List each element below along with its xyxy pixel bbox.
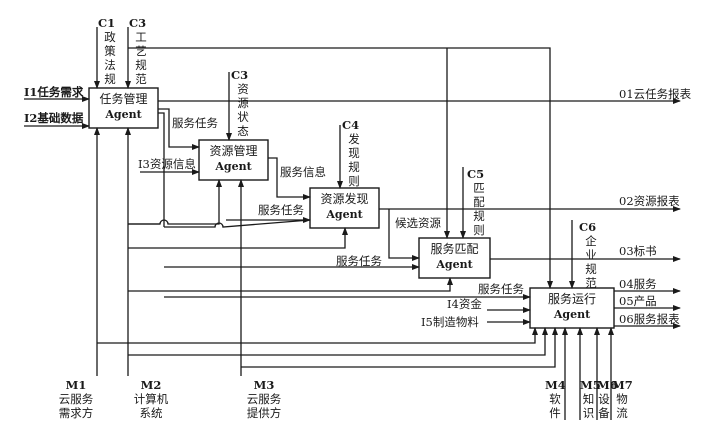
- flow-resource-mgmt-to-discovery: [268, 157, 311, 200]
- mechanism-label-m3: M3 云服务 提供方: [244, 378, 284, 420]
- flow-discovery-to-match: [388, 209, 420, 261]
- mechanism-text: 知: [582, 392, 595, 406]
- node-subtitle: Agent: [105, 108, 142, 121]
- control-code: C4: [342, 118, 360, 132]
- mechanism-text: 需求方: [58, 406, 94, 420]
- control-line-c3-to-run: [128, 47, 553, 289]
- node-box-task-mgmt: [88, 87, 159, 129]
- mechanism-code: M3: [253, 378, 275, 392]
- node-service-run: 服务运行 Agent: [530, 292, 614, 322]
- control-text: 政策法规: [104, 30, 116, 86]
- node-subtitle: Agent: [326, 208, 363, 221]
- mechanism-text: 系统: [139, 406, 163, 420]
- control-code: C5: [467, 167, 485, 181]
- mechanism-text: 计算机: [133, 392, 169, 406]
- mechanism-code: M6: [597, 378, 618, 392]
- flow-task-bus: [158, 112, 165, 227]
- control-code: C3: [129, 16, 147, 30]
- node-title: 服务匹配: [430, 242, 479, 256]
- node-resource-discovery: 资源发现 Agent: [310, 192, 379, 222]
- control-label-c6: C6 企业规范: [579, 220, 598, 290]
- control-label-c3: C3 工艺规范: [129, 16, 148, 86]
- control-text: 发现规则: [348, 132, 360, 188]
- control-code: C3: [231, 68, 249, 82]
- mechanism-label-m4: M4 软 件: [545, 378, 566, 420]
- mechanism-label-m7: M7 物 流: [612, 378, 633, 420]
- output-label-04: 04服务: [619, 277, 657, 291]
- mechanism-label-m5: M5 知 识: [580, 378, 601, 420]
- mechanism-text: 物: [616, 392, 628, 406]
- mechanism-text: 云服务: [246, 392, 282, 406]
- control-label-c3-state: C3 资源状态: [231, 68, 250, 138]
- output-label-01: 01云任务报表: [619, 87, 692, 101]
- mechanism-text: 云服务: [58, 392, 94, 406]
- mechanism-m2-to-match: [128, 277, 453, 292]
- node-subtitle: Agent: [215, 160, 252, 173]
- input-label-i5: I5制造物料: [421, 315, 479, 329]
- mechanism-text: 设: [598, 392, 610, 406]
- mechanism-text: 件: [549, 406, 561, 420]
- mechanism-m2-to-discovery: [128, 227, 348, 249]
- mechanism-m3-to-run: [241, 327, 558, 368]
- control-code: C1: [98, 16, 116, 30]
- control-text: 资源状态: [237, 82, 249, 138]
- node-resource-mgmt: 资源管理 Agent: [199, 144, 268, 174]
- flow-label-task-to-discovery: 服务任务: [258, 203, 304, 217]
- input-label-i3: I3资源信息: [138, 157, 196, 171]
- mechanism-text: 识: [582, 406, 595, 420]
- node-box-service-run: [529, 287, 615, 329]
- input-label-i2: I2基础数据: [24, 111, 84, 125]
- input-label-i1: I1任务需求: [24, 85, 84, 99]
- node-title: 资源发现: [320, 192, 369, 206]
- mechanism-m2-to-run: [128, 327, 548, 356]
- control-label-c1: C1 政策法规: [98, 16, 117, 86]
- flow-task-to-resource-mgmt: [158, 108, 200, 150]
- control-code: C6: [579, 220, 597, 234]
- flow-label-task-to-run: 服务任务: [478, 282, 524, 296]
- mechanism-code: M7: [612, 378, 633, 392]
- flow-label-task-to-match: 服务任务: [336, 254, 382, 268]
- node-service-match: 服务匹配 Agent: [419, 242, 490, 272]
- control-text: 企业规范: [585, 234, 597, 290]
- flow-label-service-info: 服务信息: [280, 165, 326, 179]
- node-task-mgmt: 任务管理 Agent: [89, 92, 158, 122]
- mechanism-text: 提供方: [246, 406, 282, 420]
- mechanism-text: 流: [616, 406, 628, 420]
- control-label-c4: C4 发现规则: [342, 118, 361, 188]
- node-box-service-match: [418, 237, 491, 279]
- output-label-06: 06服务报表: [619, 312, 680, 326]
- node-title: 任务管理: [99, 92, 148, 106]
- mechanism-text: 备: [598, 406, 610, 420]
- control-text: 工艺规范: [135, 30, 147, 86]
- node-title: 资源管理: [209, 144, 258, 158]
- mechanism-label-m2: M2 计算机 系统: [131, 378, 171, 420]
- mechanism-code: M1: [65, 378, 87, 392]
- output-label-05: 05产品: [619, 294, 657, 308]
- mechanism-m1-to-run: [97, 327, 538, 344]
- node-subtitle: Agent: [436, 258, 473, 271]
- mechanism-code: M2: [140, 378, 162, 392]
- mechanism-code: M5: [580, 378, 601, 392]
- control-label-c5: C5 匹配规则: [467, 167, 486, 237]
- mechanism-code: M4: [545, 378, 566, 392]
- mechanism-text: 软: [549, 392, 561, 406]
- mechanism-label-m6: M6 设 备: [597, 378, 618, 420]
- node-box-resource-mgmt: [198, 139, 269, 181]
- output-label-03: 03标书: [619, 244, 657, 258]
- control-text: 匹配规则: [473, 181, 485, 237]
- mechanism-label-m1: M1 云服务 需求方: [56, 378, 96, 420]
- node-subtitle: Agent: [553, 308, 591, 321]
- flow-label-task-to-resource: 服务任务: [172, 116, 218, 130]
- mechanism-m2-to-resource-mgmt: [128, 179, 222, 225]
- node-title: 服务运行: [547, 292, 596, 306]
- output-label-02: 02资源报表: [619, 194, 680, 208]
- input-label-i4: I4资金: [447, 297, 482, 311]
- flow-label-candidate-resource: 候选资源: [395, 216, 441, 230]
